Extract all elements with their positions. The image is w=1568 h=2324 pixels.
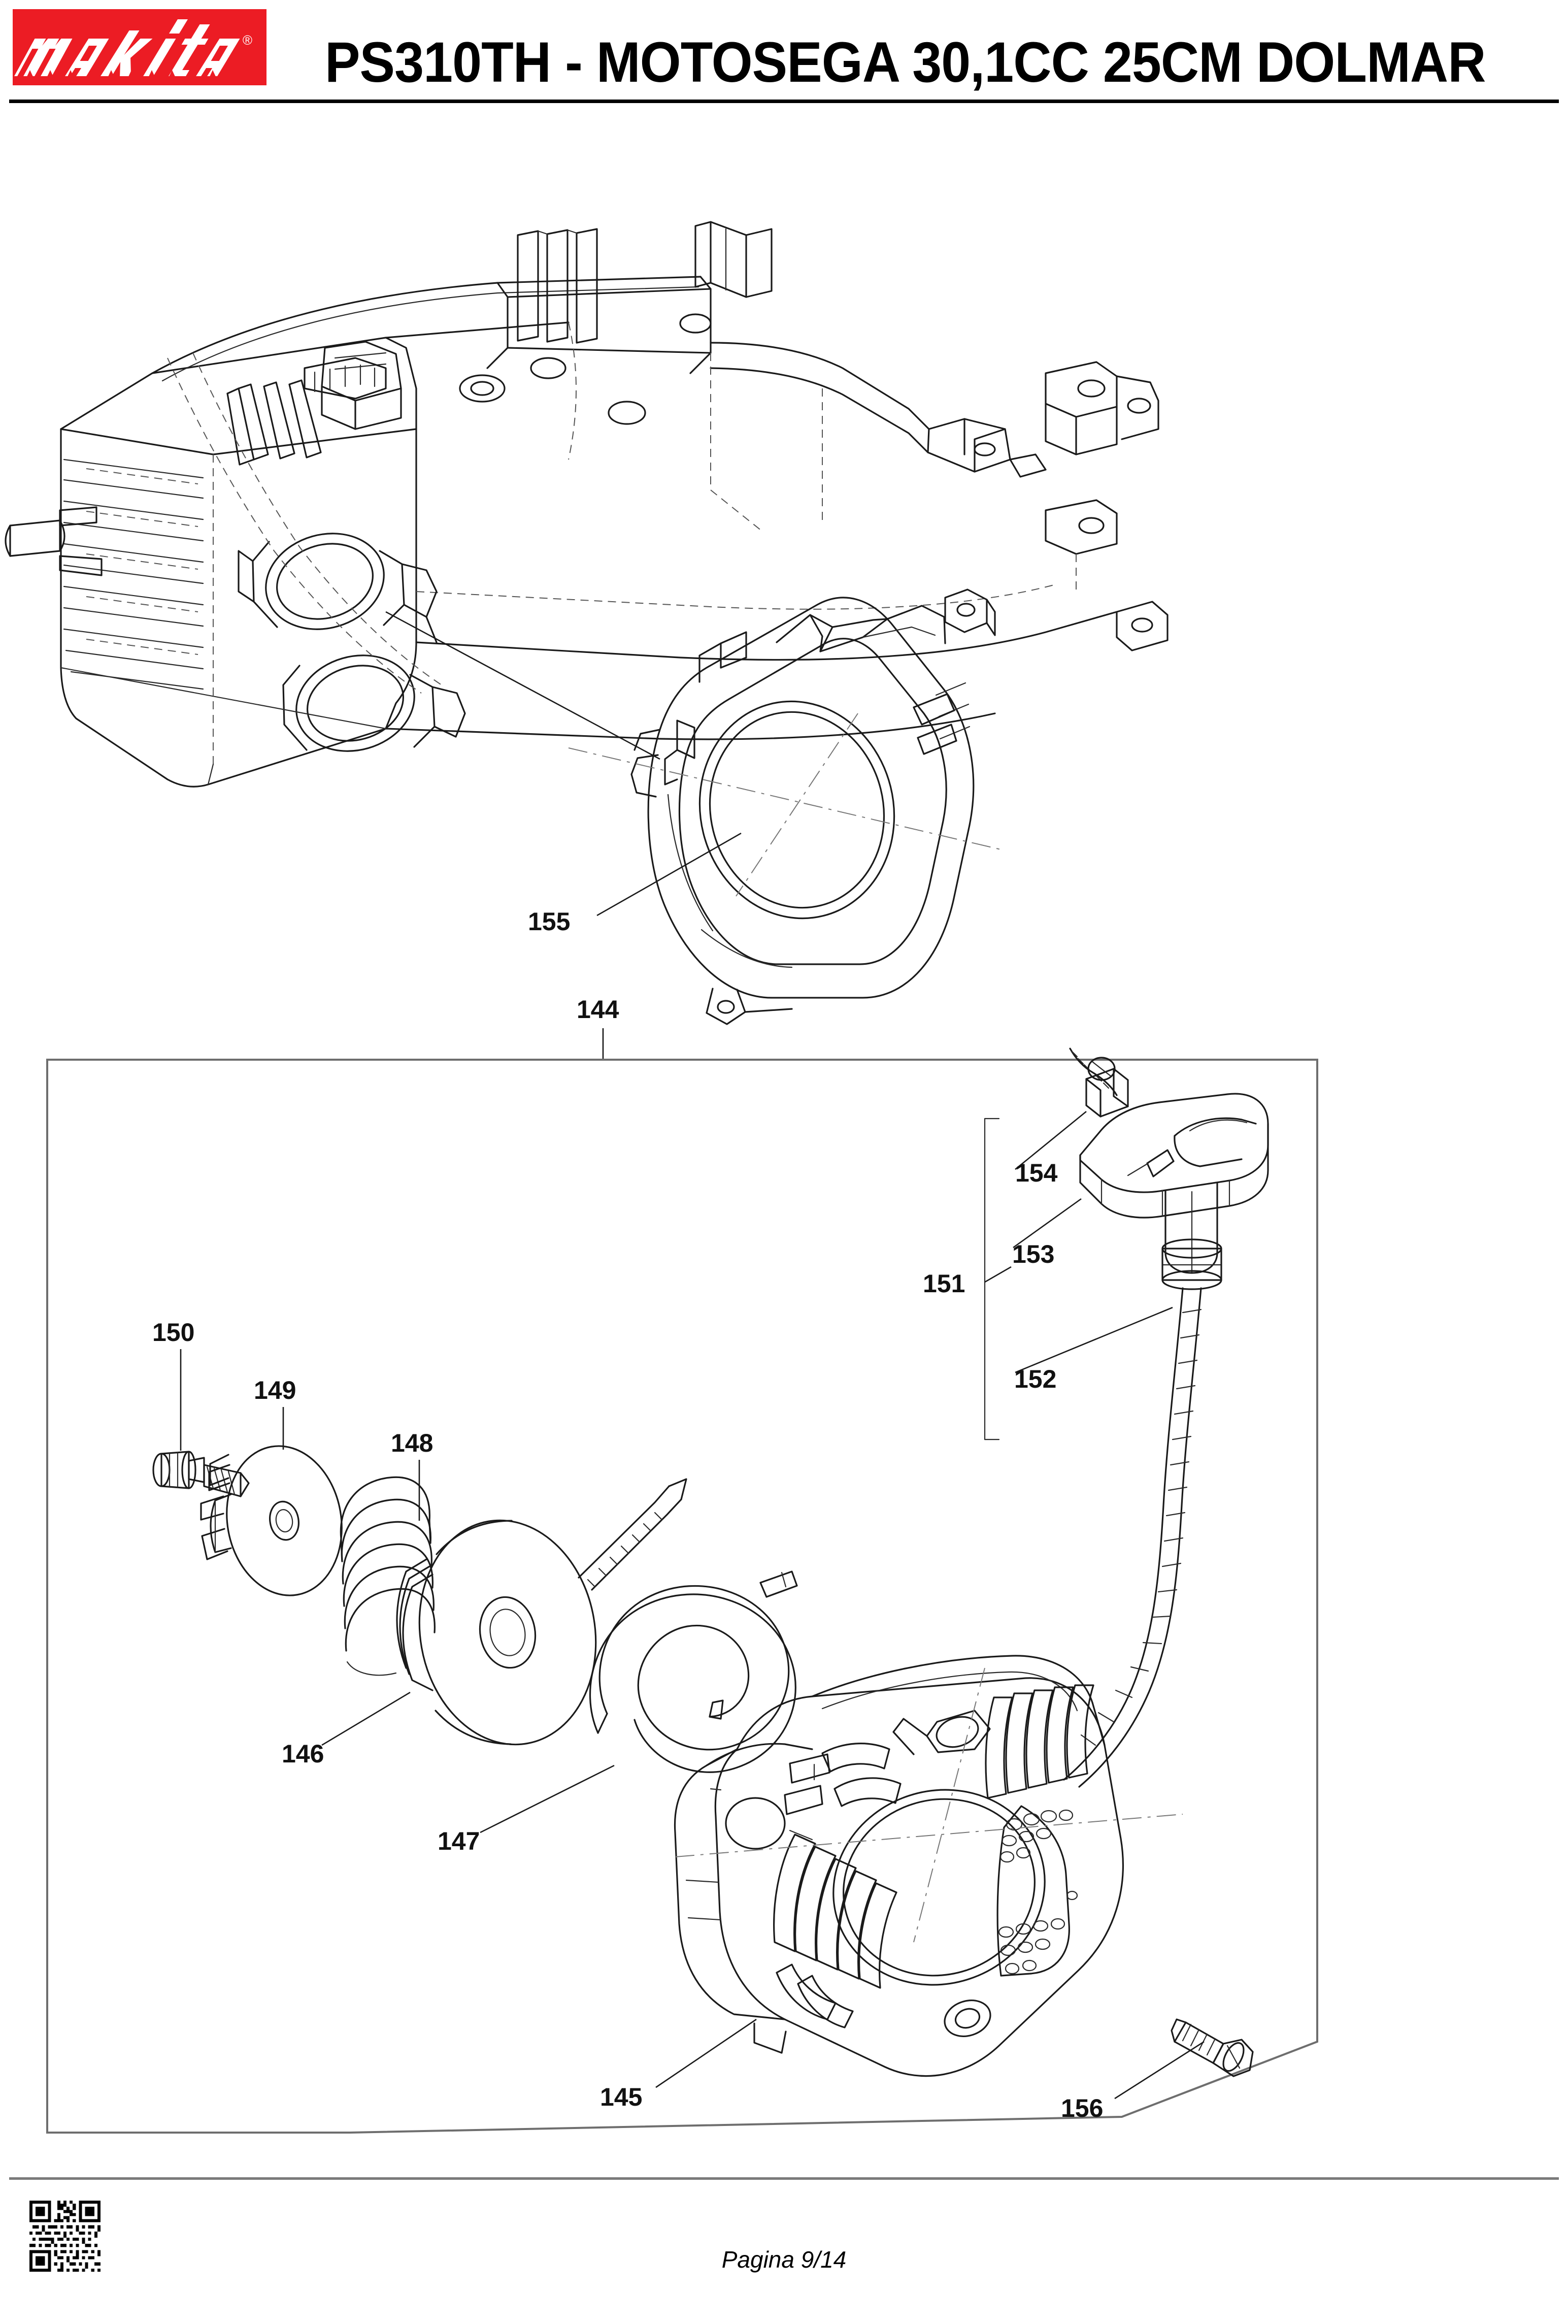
starter-housing-145-drawing — [674, 1655, 1183, 2077]
callout-147-label: 147 — [438, 1827, 480, 1855]
pawl-plate-149-drawing: 149 — [200, 1376, 343, 1596]
starter-grip-group-drawing: 151 154 153 152 — [923, 1048, 1269, 1788]
assembly-axis-line — [385, 611, 660, 760]
recoil-spring-147-drawing: 147 — [438, 1570, 798, 1855]
engine-crankcase-drawing — [5, 221, 1169, 788]
registered-trademark-icon: ® — [242, 32, 252, 48]
callout-156-label: 156 — [1061, 2094, 1103, 2122]
footer-divider — [9, 2177, 1559, 2180]
compression-spring-148-drawing: 148 — [340, 1429, 436, 1676]
callout-153-label: 153 — [1012, 1240, 1054, 1268]
page-header: ® PS310TH - MOTOSEGA 30,1CC 25CM DOLMAR — [0, 0, 1568, 104]
callout-154-label: 154 — [1015, 1159, 1058, 1187]
callout-144: 144 — [577, 995, 619, 1060]
callout-151-label: 151 — [923, 1269, 965, 1298]
fan-housing-cover-drawing — [568, 588, 1006, 1025]
callout-155: 155 — [528, 832, 742, 936]
callout-155-label: 155 — [528, 907, 570, 936]
makita-logo: ® — [13, 9, 266, 85]
callout-149-label: 149 — [254, 1376, 296, 1404]
callout-144-label: 144 — [577, 995, 619, 1024]
parts-diagram: 155 144 150 — [0, 104, 1568, 2176]
rope-pulley-146-drawing: 146 — [282, 1478, 687, 1768]
header-divider — [9, 100, 1559, 103]
callout-148-label: 148 — [391, 1429, 433, 1457]
page-number-label: Pagina 9/14 — [721, 2246, 847, 2273]
screw-150-drawing: 150 — [152, 1318, 250, 1497]
starter-assembly-panel — [46, 1059, 1318, 2134]
callout-150-label: 150 — [152, 1318, 194, 1347]
qr-code-icon — [26, 2198, 104, 2275]
callout-145: 145 — [600, 2018, 757, 2111]
callout-146-label: 146 — [282, 1740, 324, 1768]
callout-152-label: 152 — [1014, 1365, 1056, 1393]
screw-156-drawing: 156 — [1061, 2018, 1254, 2122]
makita-wordmark-icon — [13, 9, 266, 85]
page-title: PS310TH - MOTOSEGA 30,1CC 25CM DOLMAR — [325, 30, 1486, 94]
callout-145-label: 145 — [600, 2083, 642, 2111]
